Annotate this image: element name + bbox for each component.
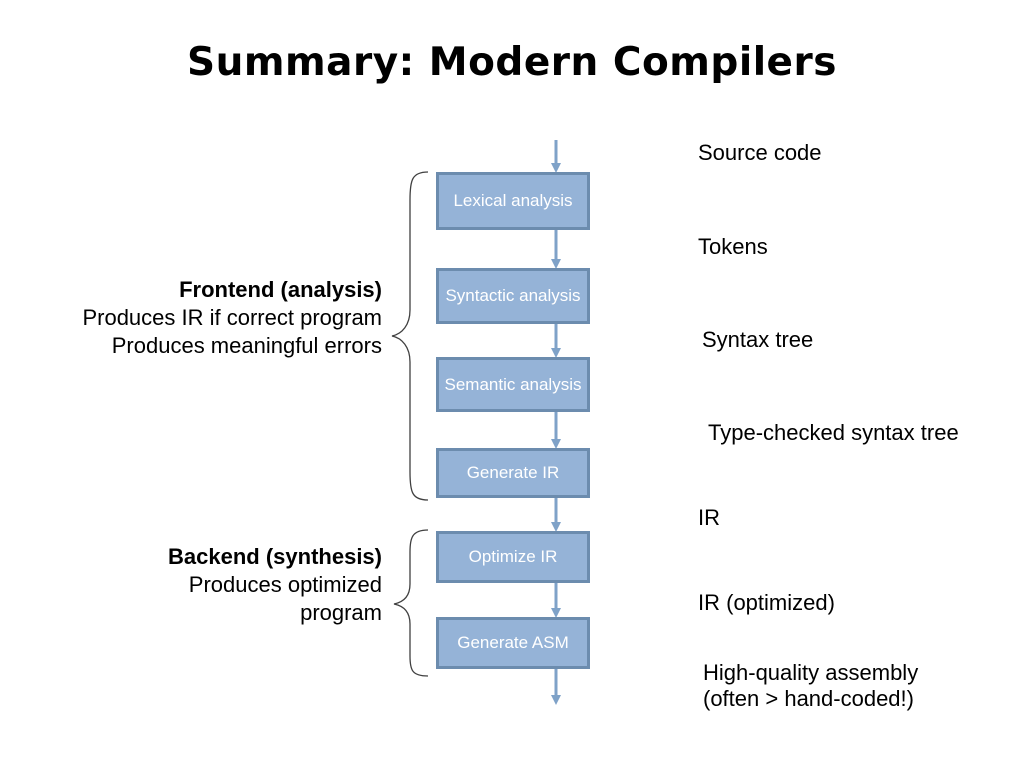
artifact-type-checked-syntax-tree: Type-checked syntax tree (708, 420, 959, 445)
frontend-line: Produces meaningful errors (111, 333, 382, 358)
stage-syntactic-analysis: Syntactic analysis (436, 268, 590, 324)
backend-brace (393, 529, 429, 677)
frontend-group-label: Frontend (analysis) Produces IR if corre… (82, 276, 382, 360)
frontend-brace (391, 171, 429, 501)
artifact-assembly: High-quality assembly (703, 660, 919, 685)
artifact-assembly-note: (often > hand-coded!) (703, 686, 914, 711)
backend-heading: Backend (synthesis) (168, 544, 382, 569)
slide-title: Summary: Modern Compilers (187, 40, 837, 85)
frontend-line: Produces IR if correct program (82, 305, 382, 330)
artifact-ir-optimized: IR (optimized) (698, 590, 835, 615)
artifact-source-code: Source code (698, 140, 822, 165)
backend-group-label: Backend (synthesis) Produces optimized p… (168, 543, 382, 627)
artifact-syntax-tree: Syntax tree (702, 327, 814, 352)
artifact-tokens: Tokens (698, 234, 768, 259)
stage-lexical-analysis: Lexical analysis (436, 172, 590, 230)
frontend-heading: Frontend (analysis) (179, 277, 382, 302)
stage-generate-ir: Generate IR (436, 448, 590, 498)
backend-line: program (300, 600, 382, 625)
stage-generate-asm: Generate ASM (436, 617, 590, 669)
artifact-ir: IR (698, 505, 720, 530)
stage-semantic-analysis: Semantic analysis (436, 357, 590, 412)
stage-optimize-ir: Optimize IR (436, 531, 590, 583)
backend-line: Produces optimized (188, 572, 382, 597)
